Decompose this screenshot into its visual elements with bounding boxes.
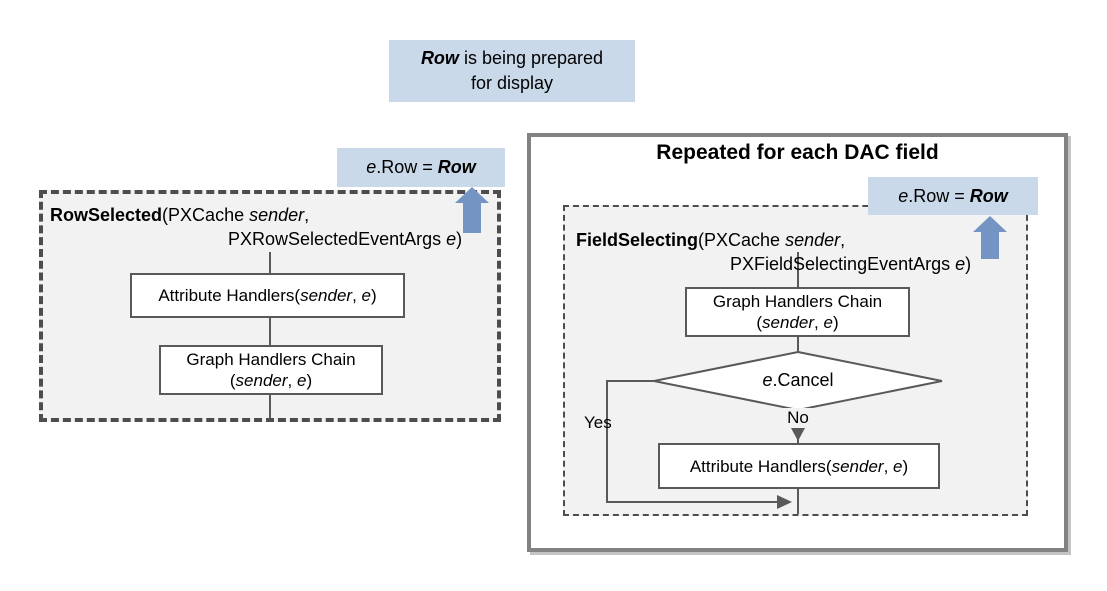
no-branch-label: No: [782, 408, 814, 428]
sig-pre: (PXCache: [698, 230, 786, 250]
left-erow-assignment-label: e.Row = Row: [337, 148, 505, 187]
assign-e: e: [366, 157, 377, 177]
attribute-handlers-node: Attribute Handlers(sender, e): [658, 443, 940, 489]
label-sender-arg: sender: [831, 456, 884, 476]
decision-e-arg: e: [762, 370, 773, 390]
node-label-line2: (sender, e): [161, 370, 381, 391]
fieldselecting-signature: FieldSelecting(PXCache sender, PXFieldSe…: [576, 228, 971, 276]
row-prepared-note: Row is being prepared for display: [389, 40, 635, 102]
node-label: Attribute Handlers(sender, e): [132, 285, 403, 306]
graph-handlers-chain-node: Graph Handlers Chain (sender, e): [685, 287, 910, 337]
yes-branch-label: Yes: [584, 413, 612, 432]
sig-sender-arg: sender: [785, 230, 841, 250]
sig-pre: (PXCache: [162, 205, 250, 225]
event-name: RowSelected: [50, 205, 163, 225]
node-label-line1: Graph Handlers Chain: [186, 350, 356, 369]
sig-pre: PXFieldSelectingEventArgs: [730, 254, 956, 274]
assign-mid: .Row =: [376, 157, 438, 177]
label-pre: Attribute Handlers(: [158, 286, 301, 305]
label-pre: (: [756, 313, 763, 332]
signature-line2: PXRowSelectedEventArgs e): [228, 227, 462, 251]
ecancel-decision-label: e.Cancel: [698, 370, 898, 391]
label-post: ): [902, 456, 909, 476]
node-label-line2: (sender, e): [687, 312, 908, 333]
label-e-arg: e: [361, 286, 371, 305]
sig-post: ,: [840, 230, 846, 250]
sig-sender-arg: sender: [249, 205, 305, 225]
sig-post: ,: [304, 205, 310, 225]
sig-e-arg: e: [446, 229, 457, 249]
assign-e: e: [898, 186, 909, 206]
signature-line1: RowSelected(PXCache sender,: [50, 203, 462, 227]
rowselected-signature: RowSelected(PXCache sender, PXRowSelecte…: [50, 203, 462, 251]
label-e-arg: e: [893, 456, 903, 476]
label-sep: ,: [352, 286, 362, 305]
assign-row: Row: [437, 157, 476, 177]
label-sep: ,: [287, 371, 297, 390]
node-label: Attribute Handlers(sender, e): [660, 456, 938, 477]
label-e-arg: e: [296, 371, 307, 390]
label-sep: ,: [814, 313, 824, 332]
note-line1-rest: is being prepared: [458, 48, 604, 68]
label-post: ): [306, 371, 313, 390]
label-pre: (: [229, 371, 236, 390]
sig-post: ): [456, 229, 463, 249]
label-post: ): [832, 313, 839, 332]
label-post: ): [370, 286, 377, 305]
assign-row: Row: [969, 186, 1008, 206]
label-sender-arg: sender: [300, 286, 353, 305]
sig-post: ): [965, 254, 972, 274]
signature-line2: PXFieldSelectingEventArgs e): [730, 252, 971, 276]
label-sender-arg: sender: [235, 371, 288, 390]
right-erow-assignment-label: e.Row = Row: [868, 177, 1038, 215]
signature-line1: FieldSelecting(PXCache sender,: [576, 228, 971, 252]
label-e-arg: e: [823, 313, 833, 332]
graph-handlers-chain-node: Graph Handlers Chain (sender, e): [159, 345, 383, 395]
decision-rest: .Cancel: [772, 370, 834, 390]
label-pre: Attribute Handlers(: [689, 456, 832, 476]
repeated-title: Repeated for each DAC field: [656, 141, 939, 164]
sig-e-arg: e: [955, 254, 966, 274]
event-name: FieldSelecting: [576, 230, 699, 250]
node-label-line1: Graph Handlers Chain: [712, 292, 883, 311]
attribute-handlers-node: Attribute Handlers(sender, e): [130, 273, 405, 318]
sig-pre: PXRowSelectedEventArgs: [228, 229, 447, 249]
note-line1: Row is being prepared: [389, 46, 635, 71]
label-sep: ,: [883, 456, 894, 476]
assign-mid: .Row =: [908, 186, 970, 206]
note-line2: for display: [470, 73, 554, 93]
label-sender-arg: sender: [762, 313, 815, 332]
row-keyword: Row: [420, 48, 459, 68]
